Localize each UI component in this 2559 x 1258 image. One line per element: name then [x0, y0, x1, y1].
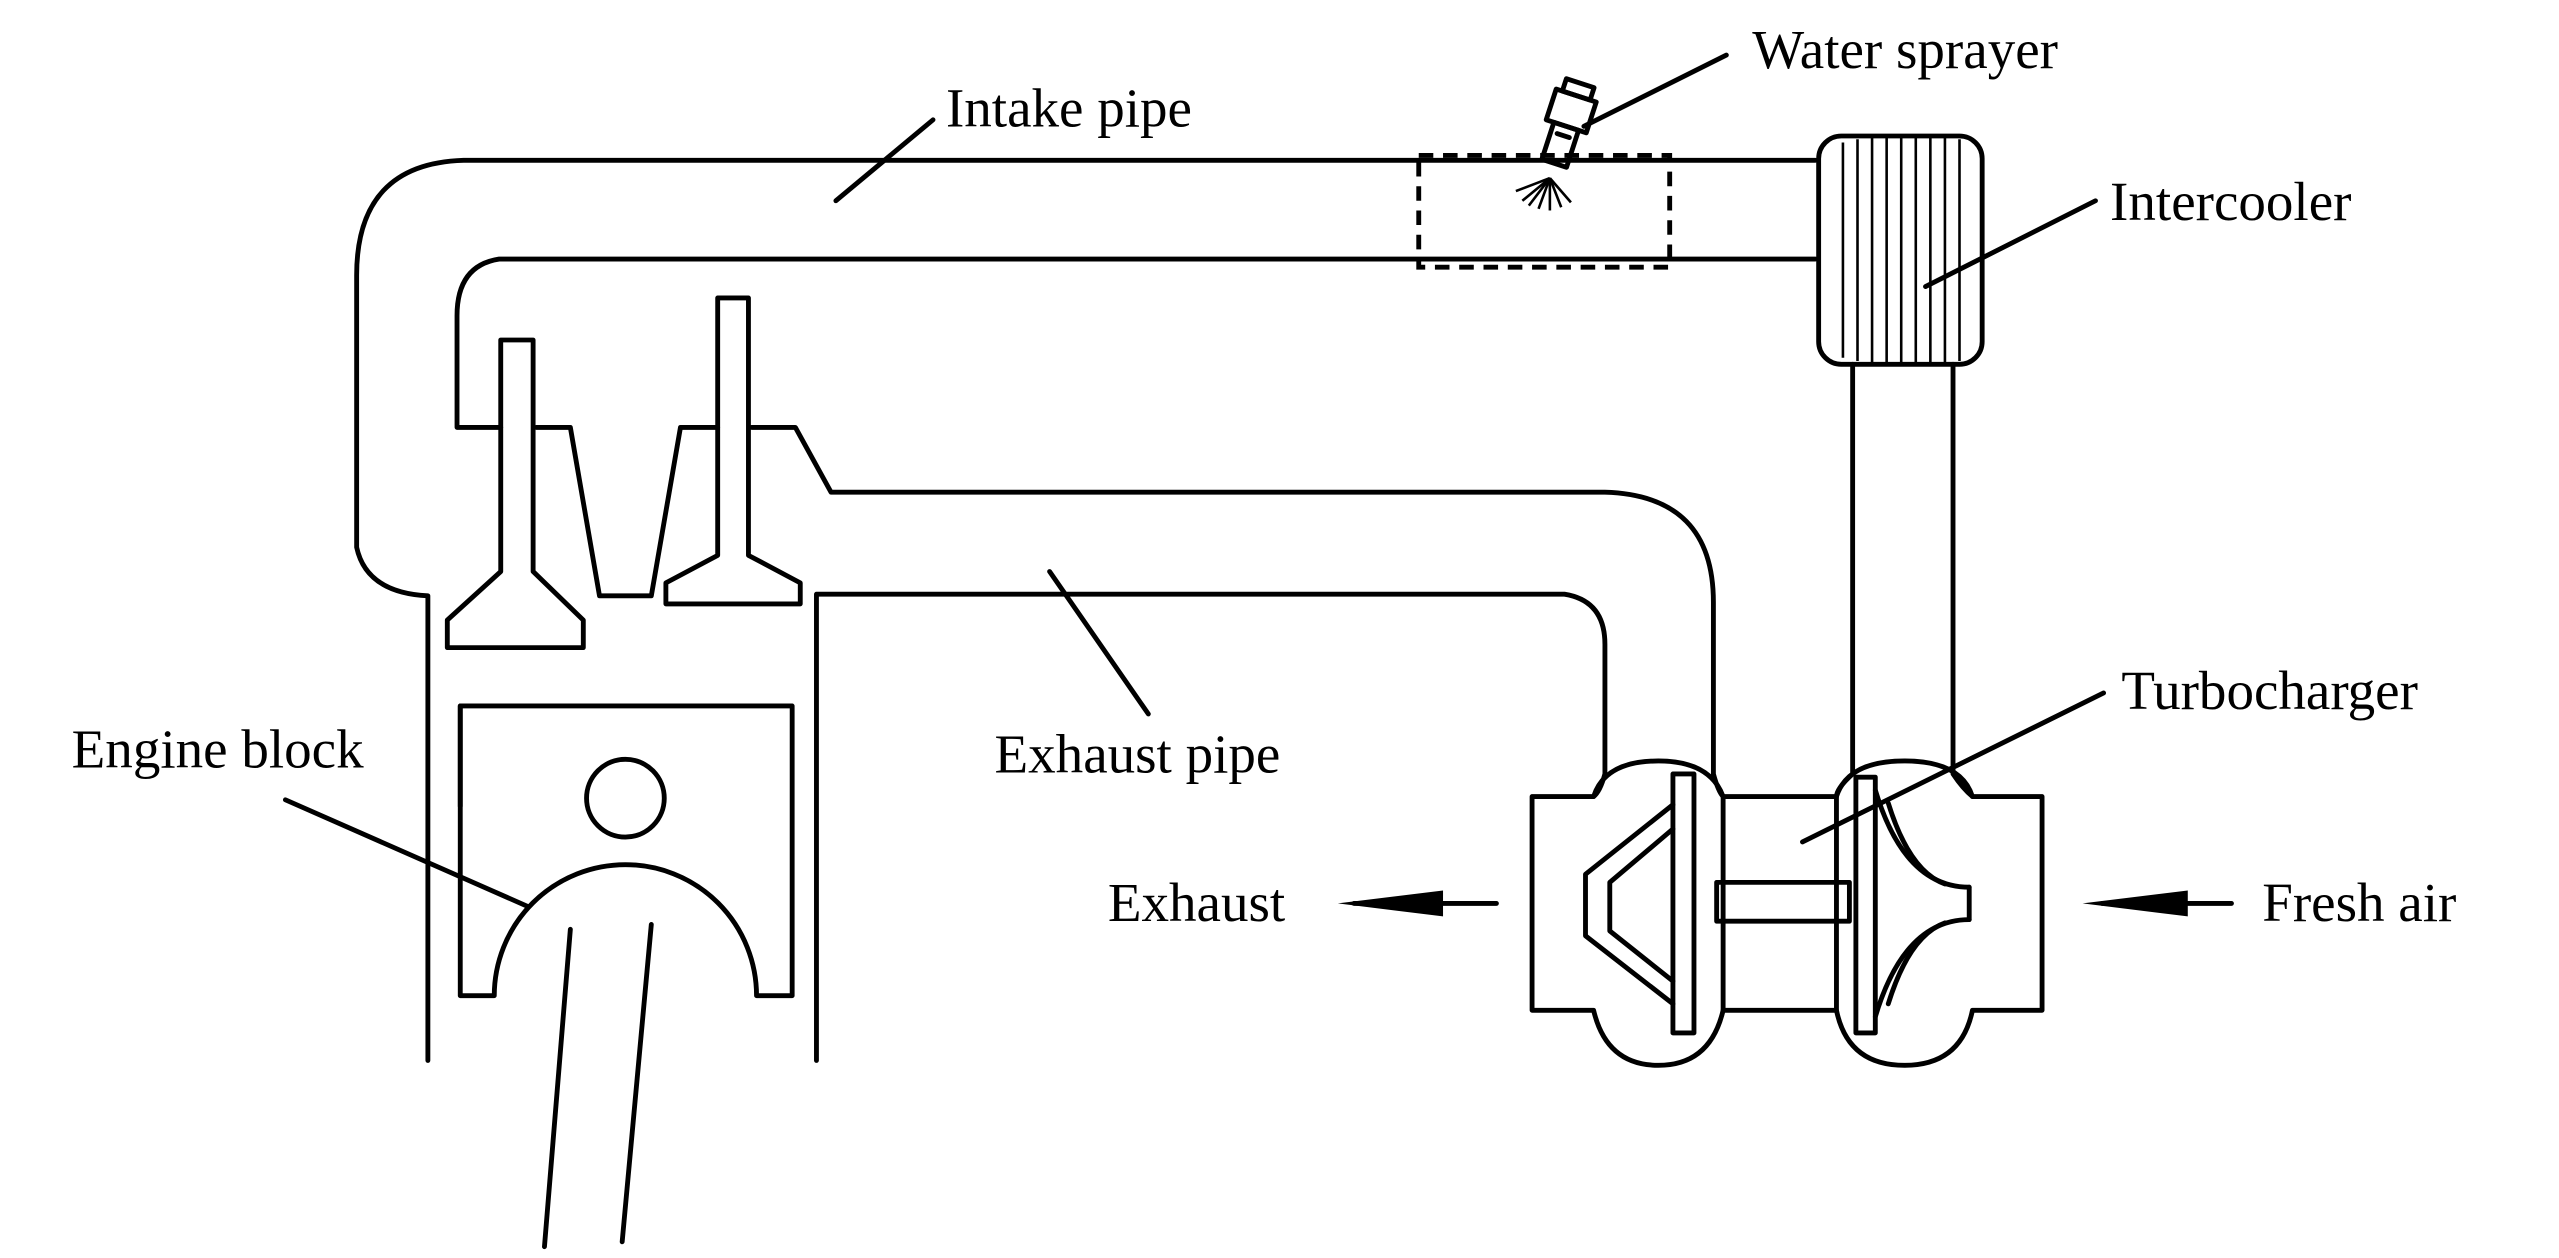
piston	[457, 703, 795, 1250]
turbocharger	[1529, 758, 2045, 1068]
fresh-air-label: Fresh air	[2262, 872, 2456, 933]
exhaust-label: Exhaust	[1108, 872, 1285, 933]
fresh-air-arrow	[2082, 890, 2234, 917]
turbine-wheel	[1583, 771, 1697, 1036]
engine-block-label: Engine block	[72, 718, 364, 779]
spray-zone-box	[1416, 153, 1673, 270]
intercooler	[1816, 133, 1985, 367]
engine-head	[444, 295, 803, 651]
water-sprayer-nozzle	[1515, 76, 1599, 211]
intercooler-label: Intercooler	[2110, 171, 2351, 232]
exhaust-arrow	[1337, 890, 1499, 917]
turbocharger-label: Turbocharger	[2121, 660, 2418, 721]
intake-pipe-label: Intake pipe	[946, 77, 1192, 138]
water-sprayer-label: Water sprayer	[1752, 19, 2058, 80]
compressor-wheel	[1853, 774, 1972, 1036]
leader-lines	[282, 52, 2107, 910]
exhaust-pipe-label: Exhaust pipe	[995, 723, 1281, 784]
compressor-pipe	[1834, 361, 1975, 799]
